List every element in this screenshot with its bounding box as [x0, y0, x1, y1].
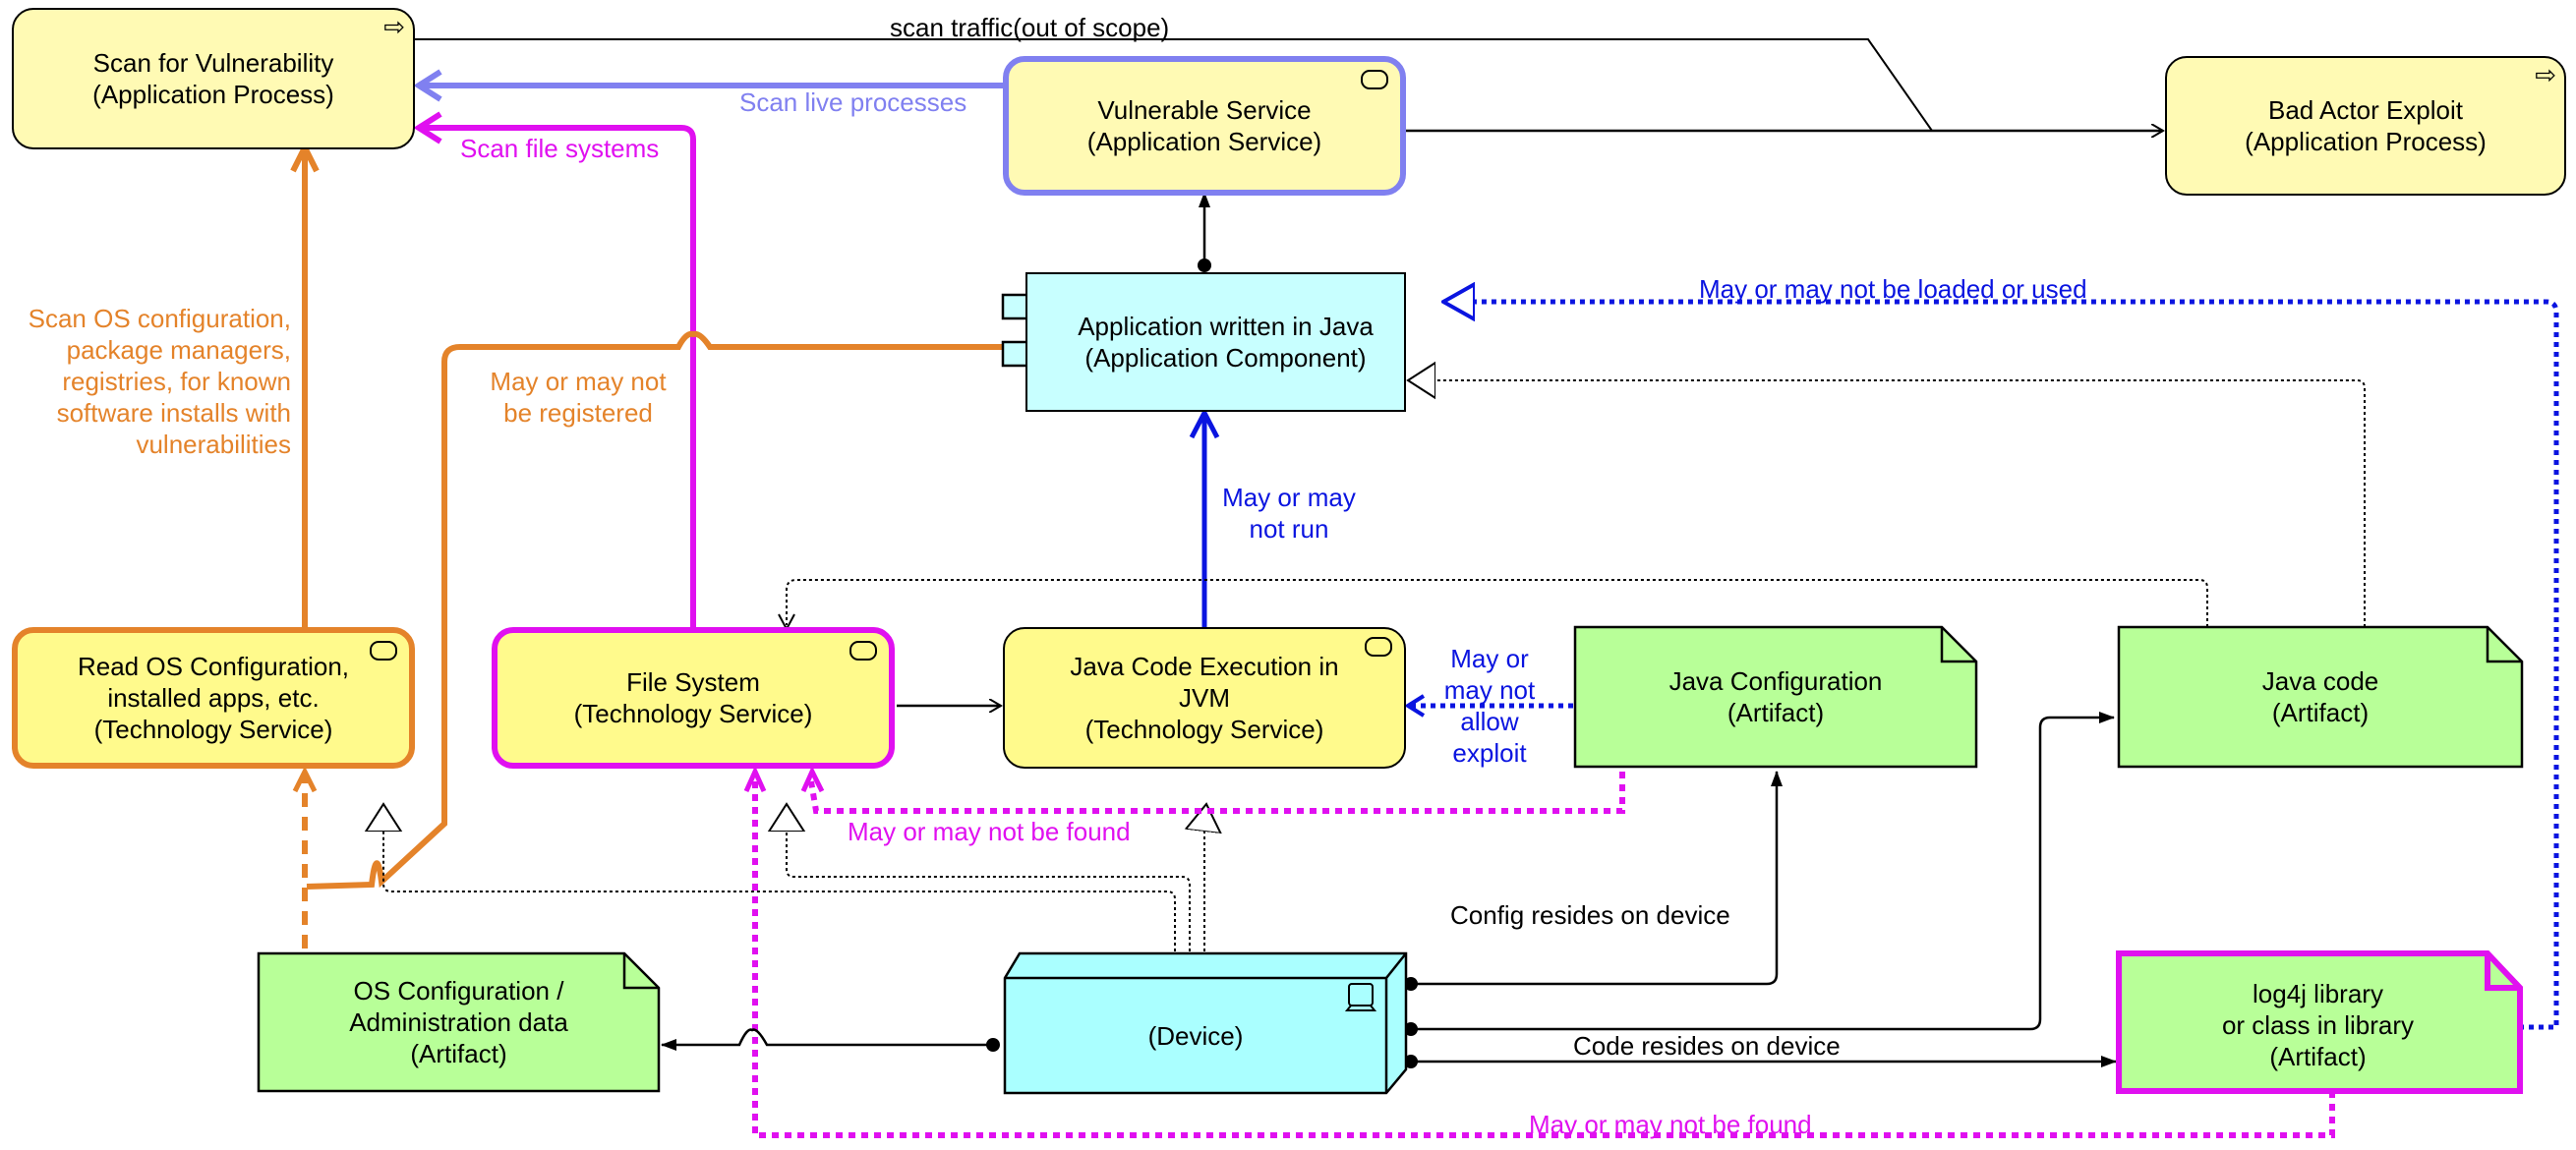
node-vulnerable-service[interactable]: Vulnerable Service (Application Service): [1003, 56, 1406, 196]
edge-found-1: [808, 772, 1625, 814]
edge-device-fs: [787, 804, 1191, 951]
process-arrow-icon: ⇨: [2535, 60, 2556, 89]
edge-device-reados: [383, 804, 1176, 951]
node-os-configuration[interactable]: OS Configuration / Administration data (…: [259, 953, 659, 1091]
edge-device-jvm: [1204, 804, 1206, 951]
label-code-resides: Code resides on device: [1573, 1031, 1841, 1061]
label-scan-os: Scan OS configuration, package managers,…: [28, 304, 291, 459]
node-java-code[interactable]: Java code (Artifact): [2119, 627, 2522, 767]
node-file-system[interactable]: File System (Technology Service): [492, 627, 895, 769]
process-arrow-icon: ⇨: [383, 12, 405, 41]
device-icon: [1344, 983, 1377, 1011]
edge-code-to-fs: [786, 579, 2208, 627]
node-label: OS Configuration / Administration data (…: [349, 976, 568, 1068]
label-may-allow: May or may not allow exploit: [1443, 644, 1536, 768]
node-scan-vulnerability[interactable]: ⇨ Scan for Vulnerability (Application Pr…: [12, 8, 415, 149]
node-label: Java code (Artifact): [2261, 666, 2379, 727]
edge-code-resides-javacode: [1404, 712, 2115, 1036]
node-label: log4j library or class in library (Artif…: [2221, 978, 2415, 1071]
node-label: Application written in Java (Application…: [1078, 312, 1374, 373]
label-scan-live: Scan live processes: [739, 87, 967, 117]
node-device[interactable]: (Device): [1005, 978, 1386, 1093]
service-icon: [1365, 637, 1392, 657]
node-label: Java Code Execution in JVM (Technology S…: [1070, 652, 1339, 744]
artifact-shape-java-config: [1573, 625, 1978, 769]
node-label: Read OS Configuration, installed apps, e…: [77, 652, 350, 744]
label-may-found-2: May or may not be found: [1529, 1110, 1812, 1139]
edge-may-loaded: [1443, 302, 2559, 1030]
edge-device-osconfig: [661, 1028, 1000, 1052]
node-application-java[interactable]: Application written in Java (Application…: [1025, 272, 1406, 412]
service-icon: [849, 641, 877, 661]
service-icon: [1361, 70, 1388, 89]
label-config-resides: Config resides on device: [1450, 900, 1730, 930]
node-java-configuration[interactable]: Java Configuration (Artifact): [1575, 627, 1976, 767]
label-scan-fs: Scan file systems: [460, 134, 660, 163]
service-icon: [370, 641, 397, 661]
node-log4j-library[interactable]: log4j library or class in library (Artif…: [2119, 958, 2517, 1091]
node-label: Java Configuration (Artifact): [1669, 666, 1883, 727]
label-may-run: May or may not run: [1222, 483, 1356, 544]
edge-scan-traffic: [415, 38, 1933, 132]
edge-code-realizes-app: [1408, 380, 2366, 627]
artifact-shape-java-code: [2117, 625, 2524, 769]
node-bad-actor-exploit[interactable]: ⇨ Bad Actor Exploit (Application Process…: [2165, 56, 2566, 196]
label-may-found-1: May or may not be found: [848, 817, 1131, 846]
node-label: (Device): [1147, 1020, 1244, 1051]
device-shape: [1003, 951, 1408, 1095]
label-may-registered: May or may not be registered: [490, 367, 667, 428]
label-may-loaded: May or may not be loaded or used: [1699, 274, 2087, 304]
edge-scan-fs: [421, 125, 696, 627]
node-read-os-configuration[interactable]: Read OS Configuration, installed apps, e…: [12, 627, 415, 769]
label-scan-traffic: scan traffic(out of scope): [890, 13, 1170, 42]
node-label: Scan for Vulnerability (Application Proc…: [92, 48, 334, 109]
node-label: Vulnerable Service (Application Service): [1086, 95, 1322, 156]
edge-config-resides: [1404, 771, 1783, 991]
artifact-shape-log4j: [2116, 950, 2523, 1094]
node-jvm-execution[interactable]: Java Code Execution in JVM (Technology S…: [1003, 627, 1406, 769]
edge-found-2: [752, 781, 2335, 1138]
edge-registered: [306, 330, 1003, 890]
node-label: Bad Actor Exploit (Application Process): [2245, 95, 2487, 156]
artifact-shape-os-config: [257, 951, 661, 1093]
node-label: File System (Technology Service): [573, 667, 813, 728]
